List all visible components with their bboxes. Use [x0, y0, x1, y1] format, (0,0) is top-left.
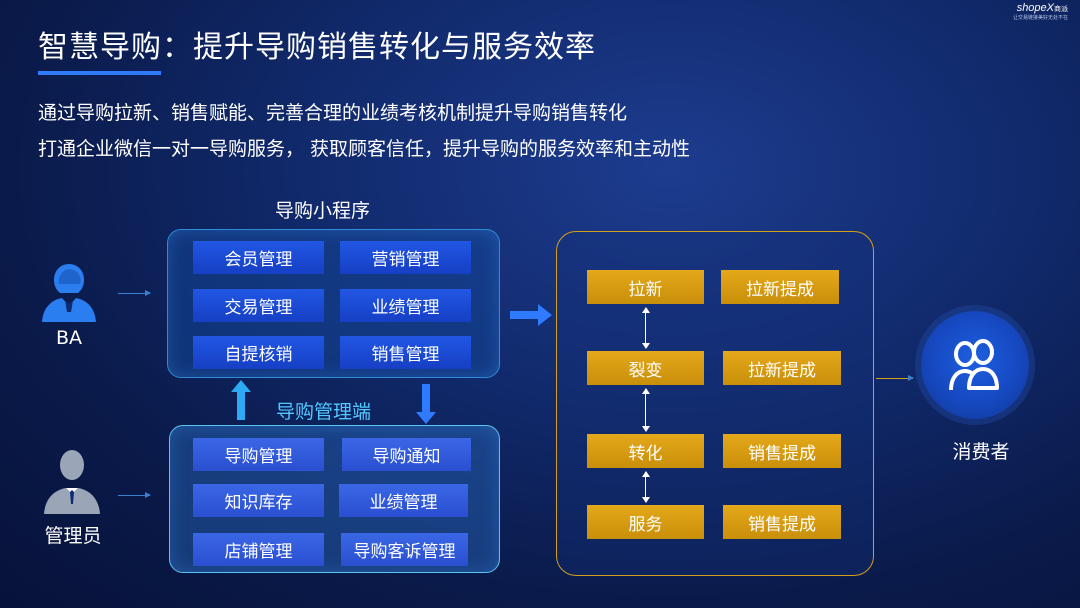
subtitle-2: 打通企业微信一对一导购服务， 获取顾客信任，提升导购的服务效率和主动性: [38, 138, 691, 160]
mini-program-label: 导购小程序: [275, 200, 371, 222]
admin-person-icon: [44, 450, 100, 514]
flow-connector-3: [641, 471, 650, 503]
mgmt-item-knowledge: 知识库存: [193, 484, 324, 517]
logo-cn: 商派: [1054, 6, 1068, 13]
flow-reward-fission: 拉新提成: [723, 351, 841, 385]
flow-step-fission: 裂变: [587, 351, 704, 385]
consumer-circle: [921, 311, 1029, 419]
logo-tagline: 让交易链接美好无处不在: [1012, 15, 1068, 21]
ba-label: BA: [55, 327, 83, 349]
mini-item-member: 会员管理: [193, 241, 324, 274]
flow-step-service: 服务: [587, 505, 704, 539]
flow-step-convert: 转化: [587, 434, 704, 468]
flow-connector-2: [641, 388, 650, 432]
consumers-icon: [949, 339, 999, 391]
consumer-label: 消费者: [952, 441, 1010, 463]
title-underline: [38, 71, 161, 75]
ba-to-mini-arrow: [118, 290, 151, 296]
mgmt-item-notice: 导购通知: [342, 438, 471, 471]
mgmt-item-guide: 导购管理: [193, 438, 324, 471]
management-label: 导购管理端: [276, 401, 372, 423]
admin-to-management-arrow: [118, 492, 151, 498]
mini-item-pickup: 自提核销: [193, 336, 324, 369]
mgmt-item-performance: 业绩管理: [339, 484, 468, 517]
admin-label: 管理员: [44, 525, 102, 547]
mini-item-performance: 业绩管理: [340, 289, 471, 322]
flow-step-acquire: 拉新: [587, 270, 704, 304]
flow-to-consumer-arrow: [876, 375, 914, 381]
logo-text: shopeX: [1016, 2, 1054, 14]
subtitle-1: 通过导购拉新、销售赋能、完善合理的业绩考核机制提升导购销售转化: [38, 102, 628, 124]
flow-reward-service: 销售提成: [723, 505, 841, 539]
flow-connector-1: [641, 307, 650, 349]
mini-item-trade: 交易管理: [193, 289, 324, 322]
page-title: 智慧导购：提升导购销售转化与服务效率: [38, 30, 596, 65]
right-arrow-icon: [510, 304, 552, 326]
mgmt-item-store: 店铺管理: [193, 533, 324, 566]
mgmt-item-complaint: 导购客诉管理: [341, 533, 468, 566]
ba-person-icon: [42, 264, 96, 322]
mini-item-marketing: 营销管理: [340, 241, 471, 274]
mini-item-sales: 销售管理: [340, 336, 471, 369]
shopex-logo: shopeX商派 让交易链接美好无处不在: [1013, 2, 1068, 21]
up-arrow-icon: [231, 380, 251, 420]
flow-reward-convert: 销售提成: [723, 434, 841, 468]
down-arrow-icon: [416, 384, 436, 424]
flow-reward-acquire: 拉新提成: [721, 270, 839, 304]
